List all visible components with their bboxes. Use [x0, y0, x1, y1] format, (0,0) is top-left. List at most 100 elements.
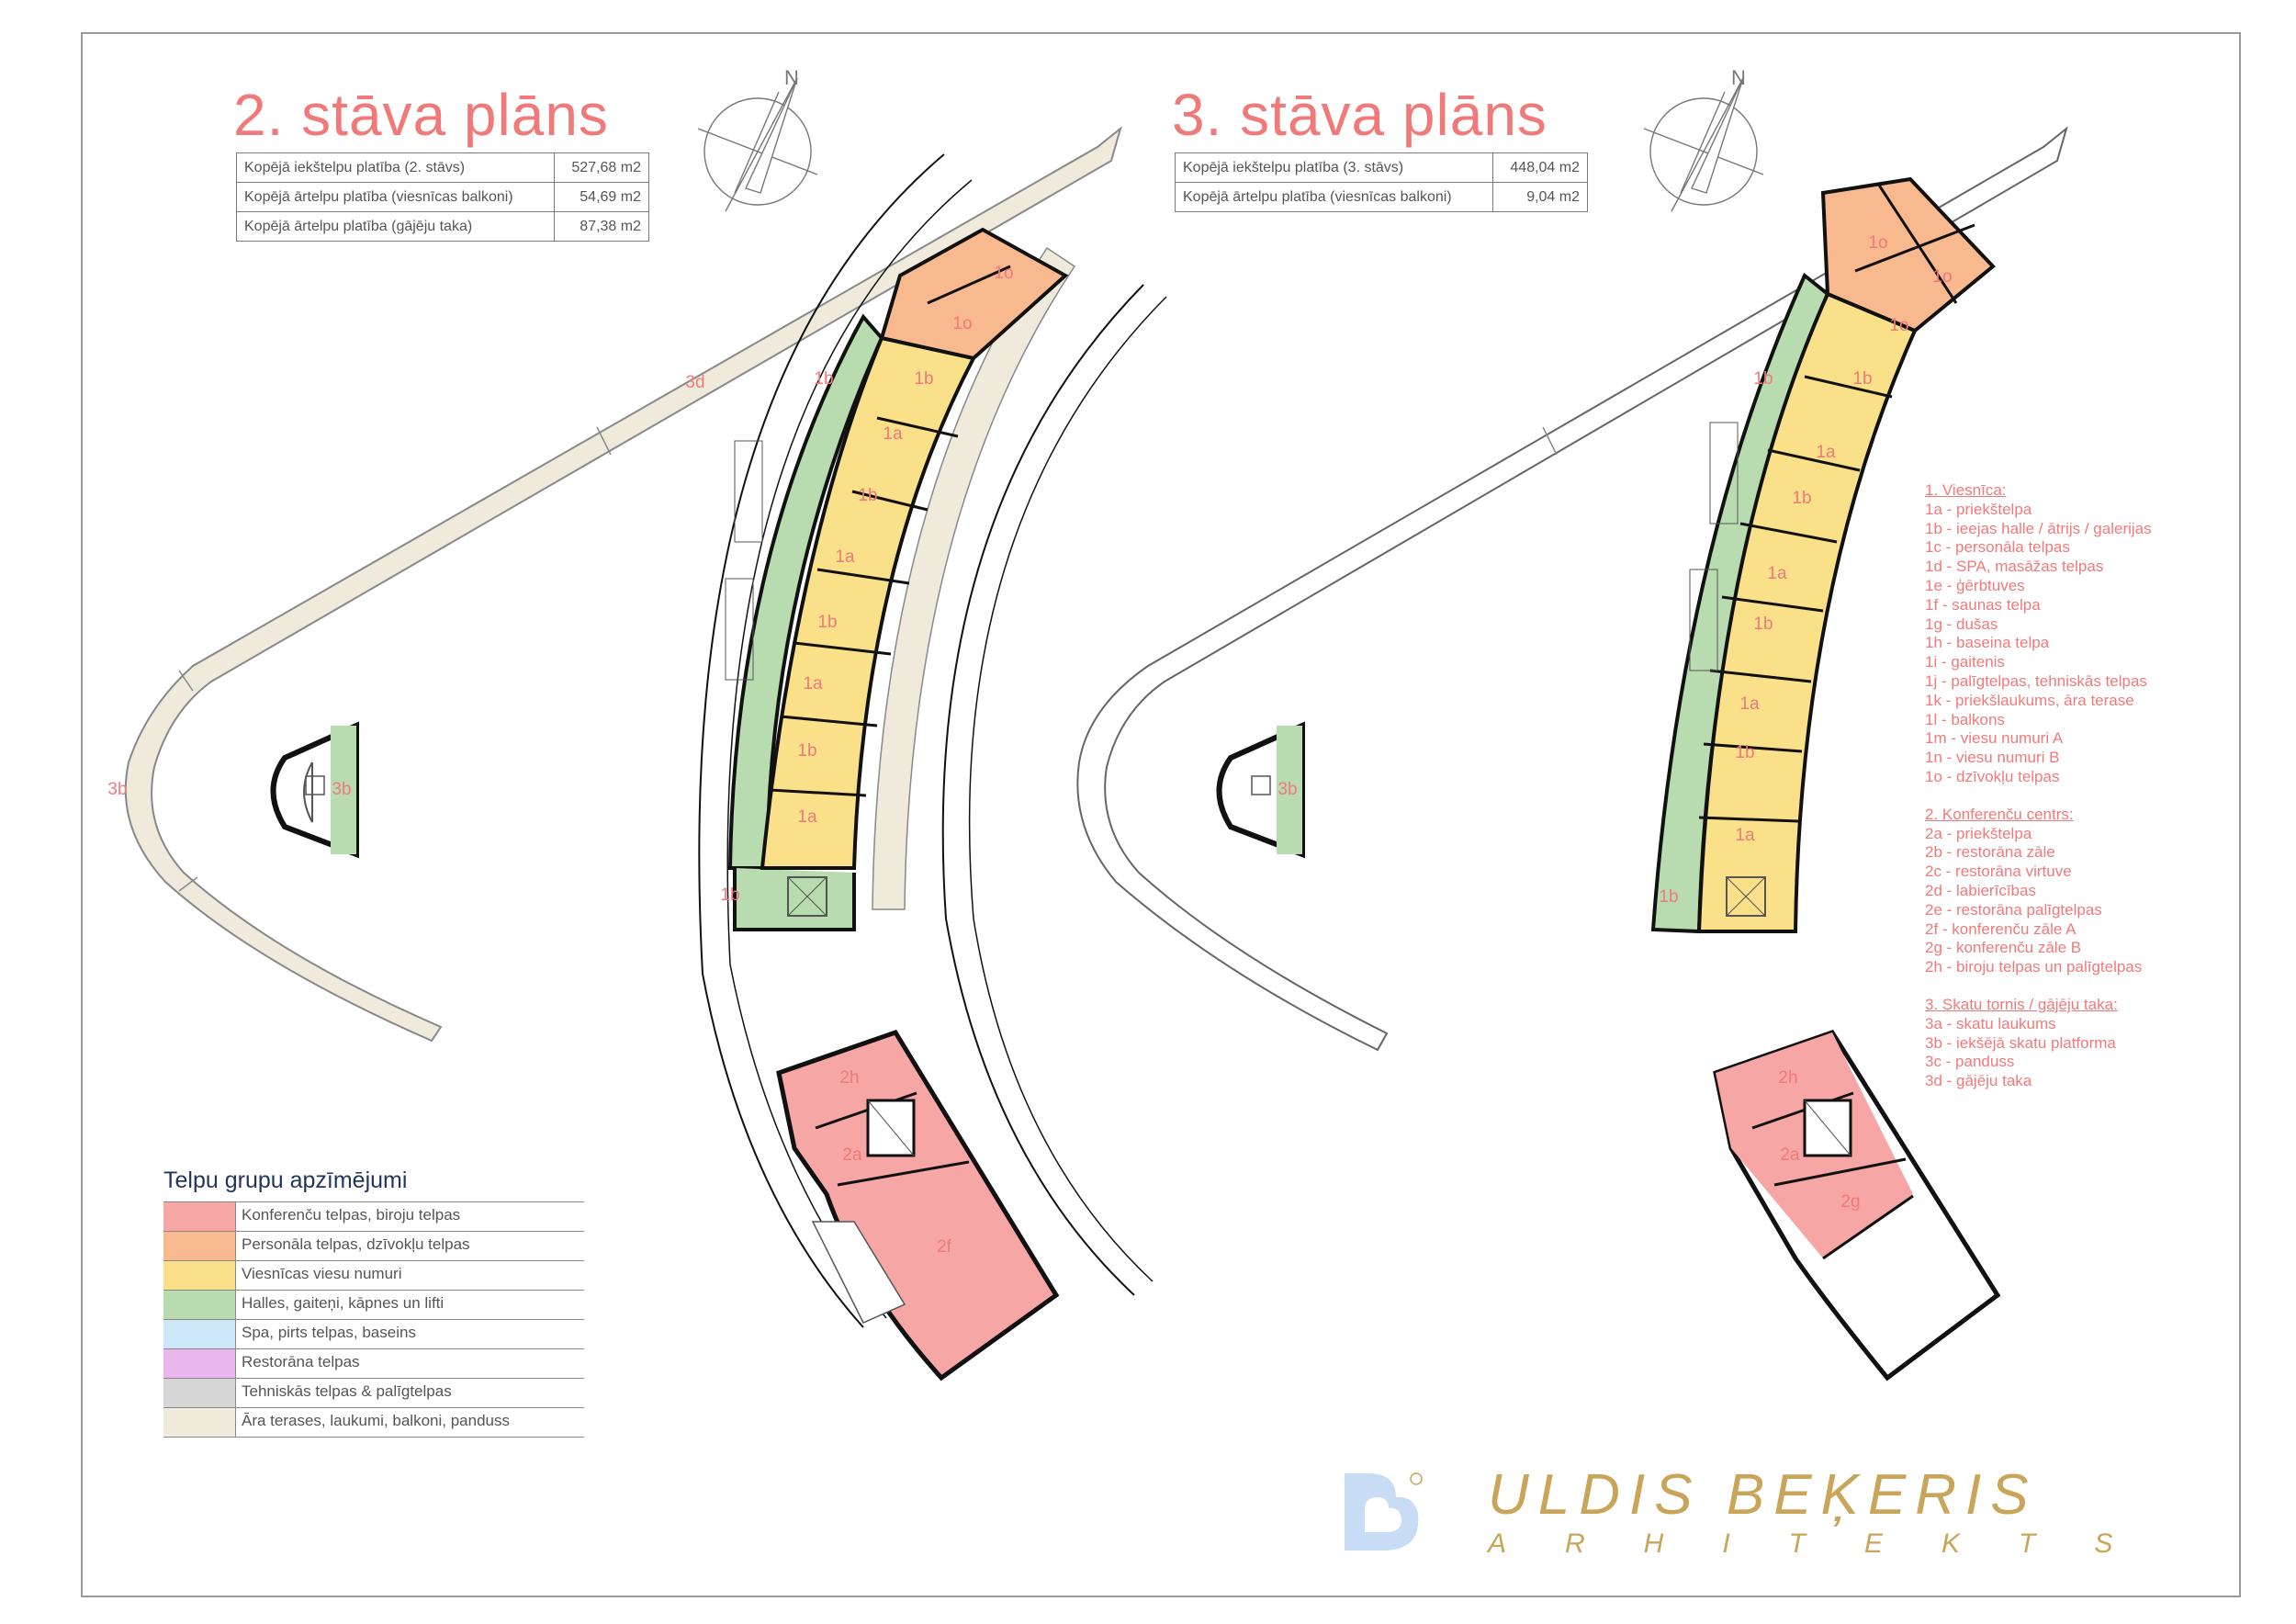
- plan2-north-arrow-icon: [697, 77, 818, 212]
- table-row: Kopējā iekštelpu platība (3. stāvs) 448,…: [1175, 152, 1589, 183]
- legend-swatch: [163, 1291, 236, 1319]
- plan2-label-1o-a: 1o: [994, 264, 1013, 283]
- architect-logo-icon: [1345, 1472, 1423, 1551]
- area-label: Kopējā ārtelpu platība (gājēju taka): [236, 211, 555, 242]
- legend-label: Konferenču telpas, biroju telpas: [242, 1206, 461, 1224]
- plan3-conference-block: [1713, 1029, 2001, 1382]
- plan2-label-3d: 3d: [685, 373, 704, 392]
- plan2-label-1b-3: 1b: [817, 613, 837, 632]
- plan3-label-1o-c: 1o: [1889, 316, 1908, 335]
- key-item: 1n - viesu numuri B: [1925, 749, 2060, 767]
- plan2-label-3b-tower: 3b: [332, 780, 351, 799]
- legend-swatch: [163, 1202, 236, 1231]
- plan2-label-1b-1: 1b: [914, 369, 933, 389]
- plan3-label-3b-tower: 3b: [1277, 780, 1297, 799]
- plan3-label-2g: 2g: [1840, 1192, 1860, 1212]
- legend-row: Restorāna telpas: [163, 1349, 584, 1379]
- key-item: 1k - priekšlaukums, āra terase: [1925, 691, 2134, 709]
- plan3-viewing-tower: [1216, 721, 1305, 859]
- legend-label: Spa, pirts telpas, baseins: [242, 1324, 416, 1341]
- plan2-label-1a-2: 1a: [835, 547, 855, 567]
- plan2-label-1o-b: 1o: [952, 314, 972, 333]
- legend-row: Personāla telpas, dzīvokļu telpas: [163, 1232, 584, 1261]
- plan3-label-1a-4: 1a: [1735, 826, 1755, 845]
- key-item: 2b - restorāna zāle: [1925, 843, 2055, 862]
- plan2-label-1a-3: 1a: [803, 674, 823, 694]
- area-label: Kopējā ārtelpu platība (viesnīcas balkon…: [1175, 182, 1493, 212]
- key-group-title: 3. Skatu tornis / gājēju taka:: [1925, 995, 2118, 1013]
- key-item: 3b - iekšējā skatu platforma: [1925, 1033, 2116, 1052]
- drawing-sheet-frame: [81, 32, 2241, 1597]
- plan3-label-1a-3: 1a: [1739, 694, 1760, 714]
- area-label: Kopējā ārtelpu platība (viesnīcas balkon…: [236, 182, 555, 212]
- architect-brand-name: ULDIS BEĶERIS: [1488, 1463, 2038, 1527]
- plan2-label-1b-2: 1b: [858, 486, 877, 505]
- legend-swatch: [163, 1349, 236, 1378]
- key-item: 2h - biroju telpas un palīgtelpas: [1925, 958, 2143, 976]
- area-label: Kopējā iekštelpu platība (2. stāvs): [236, 152, 555, 183]
- plan3-label-1b-1: 1b: [1852, 369, 1872, 389]
- plan3-north-label: N: [1731, 66, 1746, 89]
- legend-label: Viesnīcas viesu numuri: [242, 1265, 402, 1282]
- room-group-legend: Telpu grupu apzīmējumi Konferenču telpas…: [163, 1167, 584, 1438]
- legend-label: Āra terases, laukumi, balkoni, panduss: [242, 1412, 510, 1429]
- plan2-label-1a-4: 1a: [797, 807, 817, 827]
- key-item: 3c - panduss: [1925, 1053, 2015, 1071]
- table-row: Kopējā ārtelpu platība (viesnīcas balkon…: [1175, 182, 1589, 212]
- key-item: 1d - SPA, masāžas telpas: [1925, 558, 2104, 576]
- key-item: 2c - restorāna virtuve: [1925, 863, 2072, 881]
- plan3-area-table: Kopējā iekštelpu platība (3. stāvs) 448,…: [1175, 152, 1589, 212]
- plan3-footbridge-outline: [1076, 126, 2068, 1052]
- legend-row: Āra terases, laukumi, balkoni, panduss: [163, 1408, 584, 1438]
- plan3-label-2a: 2a: [1780, 1145, 1800, 1165]
- plan2-label-2f: 2f: [937, 1237, 952, 1257]
- plan3-title: 3. stāva plāns: [1172, 82, 1548, 148]
- key-spacer: [1925, 977, 2152, 996]
- plan2-label-1b-hall: 1b: [814, 369, 833, 389]
- legend-label: Personāla telpas, dzīvokļu telpas: [242, 1235, 470, 1253]
- plan3-north-arrow-icon: [1643, 77, 1764, 212]
- plan3-label-1a-2: 1a: [1767, 564, 1787, 583]
- plan2-title: 2. stāva plāns: [233, 82, 609, 148]
- plan2-conference-block: [776, 1029, 1060, 1382]
- key-item: 1c - personāla telpas: [1925, 538, 2070, 557]
- key-item: 2d - labierīcības: [1925, 881, 2036, 899]
- key-item: 3a - skatu laukums: [1925, 1014, 2056, 1032]
- legend-row: Konferenču telpas, biroju telpas: [163, 1201, 584, 1232]
- key-item: 2g - konferenču zāle B: [1925, 939, 2082, 957]
- plan3-label-1b-hall: 1b: [1753, 369, 1773, 389]
- legend-row: Spa, pirts telpas, baseins: [163, 1320, 584, 1349]
- plan3-label-1a-1: 1a: [1816, 443, 1836, 462]
- legend-swatch: [163, 1320, 236, 1348]
- legend-swatch: [163, 1232, 236, 1260]
- plan2-north-label: N: [784, 66, 799, 89]
- key-item: 1e - ģērbtuves: [1925, 576, 2025, 594]
- plan2-viewing-tower: [270, 721, 359, 859]
- table-row: Kopējā iekštelpu platība (2. stāvs) 527,…: [236, 152, 650, 183]
- key-item: 1f - saunas telpa: [1925, 595, 2041, 614]
- legend-swatch: [163, 1408, 236, 1437]
- plan2-label-1b-4: 1b: [797, 741, 816, 761]
- legend-row: Viesnīcas viesu numuri: [163, 1261, 584, 1291]
- plan2-label-3b-ramp: 3b: [107, 780, 127, 799]
- key-item: 1b - ieejas halle / ātrijs / galerijas: [1925, 519, 2152, 537]
- area-value: 54,69 m2: [553, 182, 650, 212]
- plan3-label-1o-a: 1o: [1868, 233, 1887, 253]
- area-value: 87,38 m2: [553, 211, 650, 242]
- plan2-label-1b-bottom: 1b: [720, 885, 739, 905]
- plan2-label-2a: 2a: [842, 1145, 862, 1165]
- plan2-drawing: N 3d 3b 3b: [107, 66, 1167, 1382]
- plan3-label-1o-b: 1o: [1932, 267, 1952, 287]
- table-row: Kopējā ārtelpu platība (gājēju taka) 87,…: [236, 211, 650, 242]
- plan3-hotel-wing: [1650, 176, 1996, 934]
- plan3-label-2h: 2h: [1778, 1068, 1797, 1088]
- area-value: 527,68 m2: [553, 152, 650, 183]
- key-group-title: 1. Viesnīca:: [1925, 481, 2007, 499]
- key-item: 2a - priekštelpa: [1925, 824, 2032, 842]
- key-item: 1h - baseina telpa: [1925, 634, 2050, 652]
- key-item: 1l - balkons: [1925, 710, 2005, 728]
- key-group-title: 2. Konferenču centrs:: [1925, 805, 2074, 823]
- table-row: Kopējā ārtelpu platība (viesnīcas balkon…: [236, 182, 650, 212]
- plan2-label-2h: 2h: [839, 1068, 859, 1088]
